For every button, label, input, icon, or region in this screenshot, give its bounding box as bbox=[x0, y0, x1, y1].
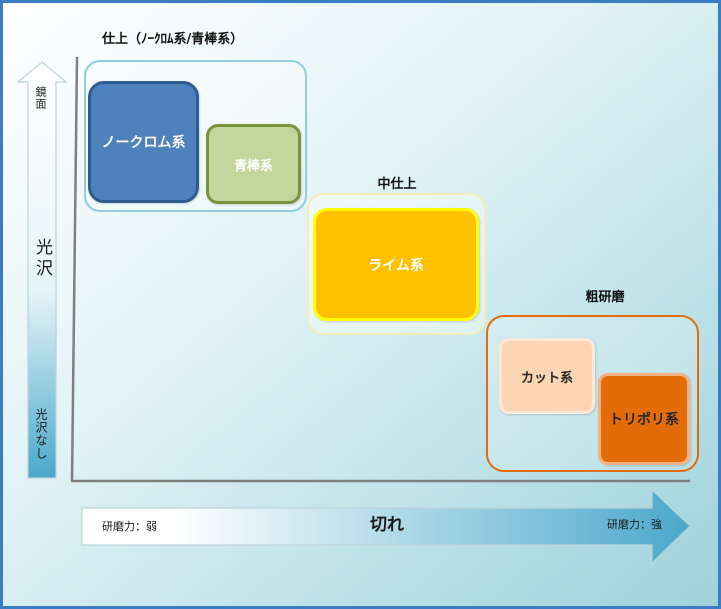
group-medium-finishing-box: ライム系 bbox=[307, 193, 486, 335]
item-cut: カット系 bbox=[499, 338, 595, 414]
item-nochrome: ノークロム系 bbox=[88, 81, 199, 203]
y-axis-title: 光沢 bbox=[32, 238, 52, 280]
item-tripoli-label: トリポリ系 bbox=[609, 412, 679, 428]
item-tripoli: トリポリ系 bbox=[598, 373, 690, 465]
group-finishing-label: 仕上（ﾉｰｸﾛﾑ系/青棒系） bbox=[102, 32, 244, 47]
x-axis-left-label: 研磨力：弱 bbox=[102, 520, 157, 533]
group-rough-polishing-label: 粗研磨 bbox=[585, 290, 625, 305]
group-rough-polishing-box: カット系 トリポリ系 bbox=[486, 315, 699, 472]
x-axis-right-label: 研磨力：強 bbox=[607, 518, 662, 531]
y-axis-bottom-label: 光沢なし bbox=[34, 408, 48, 460]
y-axis-line bbox=[70, 56, 79, 482]
item-lime-label: ライム系 bbox=[368, 257, 424, 274]
group-finishing-box: ノークロム系 青棒系 bbox=[84, 60, 307, 212]
item-nochrome-label: ノークロム系 bbox=[101, 135, 186, 151]
item-aobou-label: 青棒系 bbox=[233, 158, 273, 174]
x-axis-title: 切れ bbox=[370, 515, 404, 535]
group-medium-finishing-label: 中仕上 bbox=[377, 177, 417, 192]
item-aobou: 青棒系 bbox=[206, 124, 301, 204]
y-axis-arrow bbox=[16, 61, 68, 479]
y-axis-top-label: 鏡面 bbox=[34, 86, 47, 110]
item-lime: ライム系 bbox=[313, 208, 479, 321]
item-cut-label: カット系 bbox=[520, 370, 573, 386]
x-axis-arrow bbox=[81, 488, 691, 565]
